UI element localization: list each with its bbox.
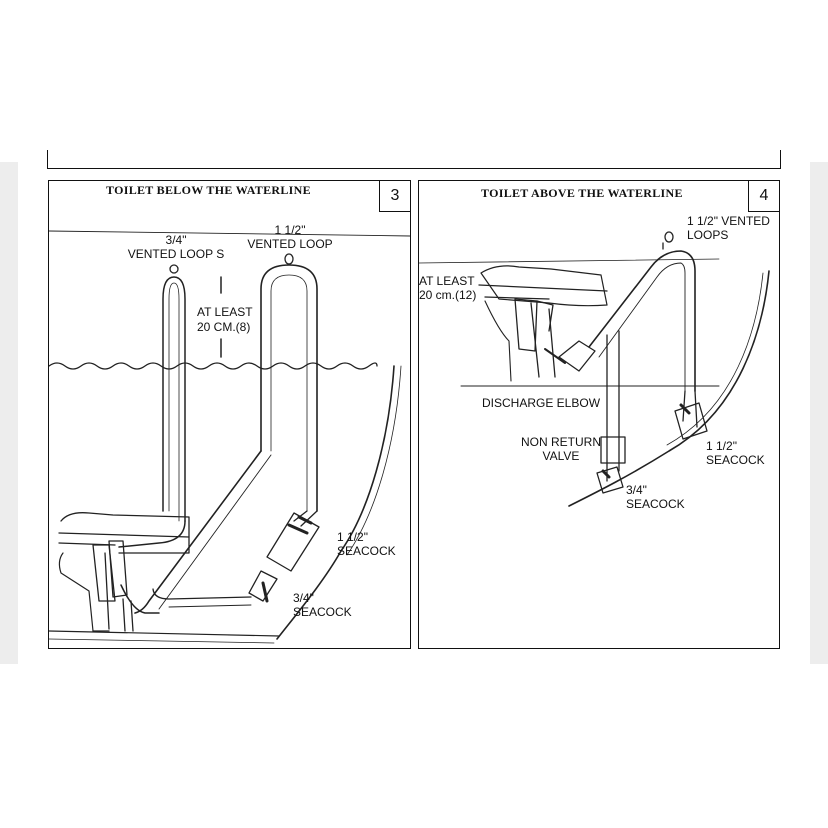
toilet-pump [92, 544, 116, 602]
page-edge-right [810, 162, 828, 664]
label-large-seacock: SEACOCK [706, 453, 765, 467]
label-small-seacock-size: 3/4" [293, 591, 314, 605]
label-height: 20 cm.(12) [419, 288, 477, 302]
previous-panel-frame [47, 150, 781, 169]
panel-title: TOILET ABOVE THE WATERLINE [481, 186, 683, 200]
label-non-return: NON RETURN [521, 435, 601, 449]
toilet-bowl [480, 265, 608, 307]
small-vented-loop [162, 276, 186, 522]
toilet-above-diagram [419, 231, 770, 507]
discharge-elbow [558, 340, 596, 372]
waterline [49, 362, 378, 370]
label-large-seacock: SEACOCK [337, 544, 396, 558]
label-large-loop-size: 1 1/2" [274, 223, 306, 237]
toilet-bowl [60, 512, 190, 554]
deck-line [49, 230, 410, 237]
label-small-seacock: SEACOCK [626, 497, 685, 511]
label-height: 20 CM.(8) [197, 320, 251, 334]
panel-title: TOILET BELOW THE WATERLINE [106, 183, 311, 197]
small-seacock [248, 570, 278, 602]
hull [276, 365, 395, 640]
label-small-seacock-size: 3/4" [626, 483, 647, 497]
label-at-least: AT LEAST [197, 305, 253, 319]
vented-loop [588, 250, 696, 392]
label-at-least: AT LEAST [419, 274, 475, 288]
large-vented-loop [260, 264, 318, 512]
label-large-seacock-size: 1 1/2" [706, 439, 737, 453]
toilet-below-diagram [49, 230, 410, 644]
label-discharge-elbow: DISCHARGE ELBOW [482, 396, 601, 410]
hull [568, 270, 770, 507]
panel-toilet-above-waterline: TOILET ABOVE THE WATERLINE 4 [418, 180, 780, 649]
large-seacock [674, 402, 708, 440]
small-seacock [596, 466, 624, 494]
label-small-seacock: SEACOCK [293, 605, 352, 619]
label-large-seacock-size: 1 1/2" [337, 530, 368, 544]
label-valve: VALVE [542, 449, 580, 463]
panel-number: 4 [748, 181, 779, 212]
label-loops: LOOPS [687, 228, 729, 242]
panel-toilet-below-waterline: TOILET BELOW THE WATERLINE 3 [48, 180, 411, 649]
label-loops-size: 1 1/2" VENTED [687, 214, 770, 228]
toilet-pump [514, 298, 538, 352]
page-edge-left [0, 162, 18, 664]
label-large-loop: VENTED LOOP [247, 237, 333, 251]
label-small-loop: VENTED LOOP S [127, 247, 225, 261]
non-return-valve [600, 436, 626, 464]
panel-number: 3 [379, 181, 410, 212]
label-small-loop-size: 3/4" [165, 233, 187, 247]
